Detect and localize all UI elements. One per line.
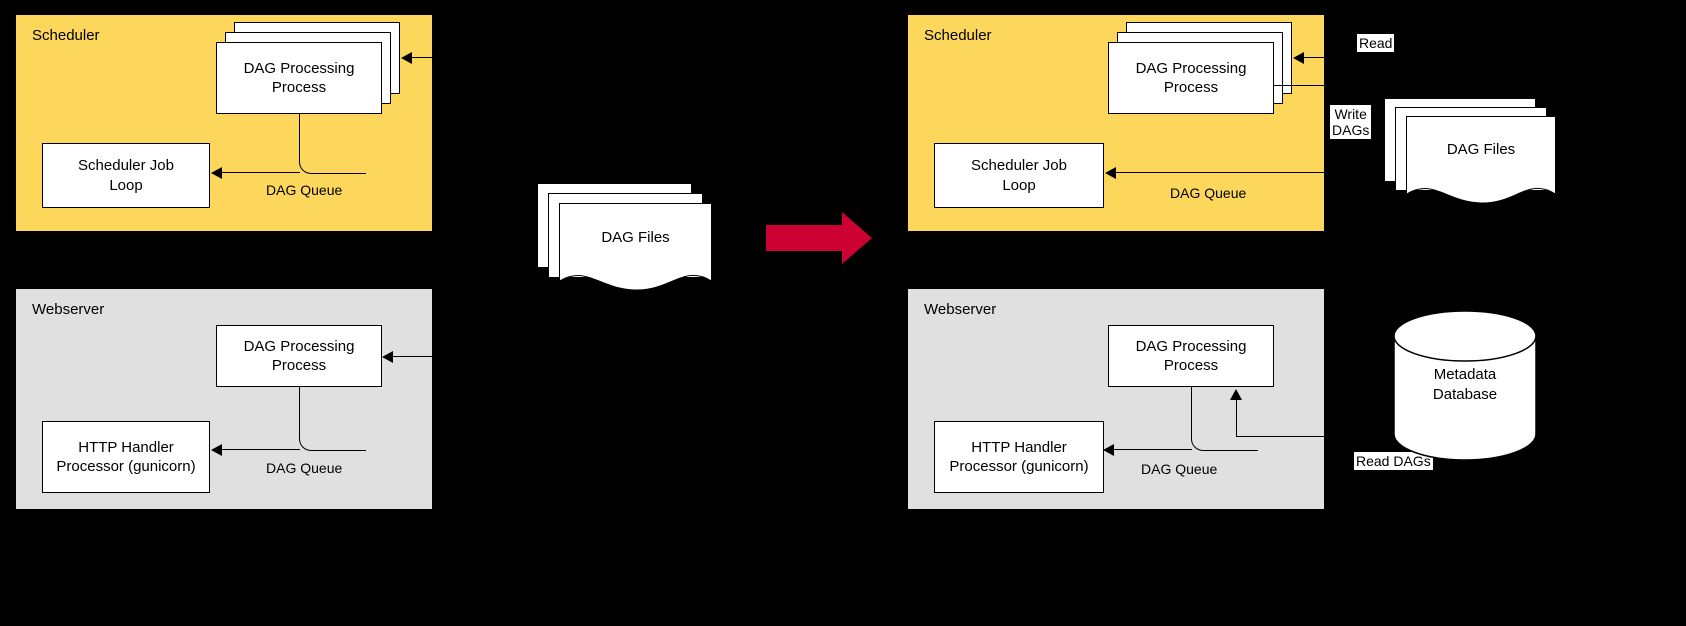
left-webserver-http-handler[interactable]: HTTP Handler Processor (gunicorn) bbox=[42, 421, 210, 493]
left-webserver-dag-processing-process-label: DAG Processing Process bbox=[243, 337, 355, 375]
right-scheduler-queue-line bbox=[1116, 172, 1325, 173]
right-dag-files-label: DAG Files bbox=[1446, 141, 1516, 158]
right-scheduler-title: Scheduler bbox=[924, 27, 992, 44]
left-webserver-title: Webserver bbox=[32, 301, 105, 318]
right-scheduler-job-loop[interactable]: Scheduler Job Loop bbox=[934, 143, 1104, 208]
right-webserver-http-handler-label: HTTP Handler Processor (gunicorn) bbox=[949, 438, 1089, 476]
right-webserver-read-dags-arrowhead bbox=[1230, 389, 1242, 400]
transition-arrow-shaft bbox=[766, 225, 842, 251]
center-dag-files-label: DAG Files bbox=[601, 229, 670, 246]
right-dag-files-front-sheet bbox=[1406, 116, 1556, 204]
transition-arrow-head bbox=[842, 212, 872, 264]
right-scheduler-read-label: Read bbox=[1357, 34, 1395, 53]
left-webserver-queue-connector-tail bbox=[222, 449, 300, 450]
left-webserver-inbound-arrowhead bbox=[382, 351, 393, 363]
left-scheduler-queue-connector-tail bbox=[222, 172, 300, 173]
right-scheduler-queue-arrowhead bbox=[1105, 167, 1116, 179]
left-scheduler-queue-label: DAG Queue bbox=[266, 182, 343, 198]
right-scheduler-write-line bbox=[1274, 85, 1388, 86]
left-webserver-inbound-line bbox=[393, 356, 451, 357]
left-webserver-queue-arrowhead bbox=[211, 444, 222, 456]
left-scheduler-queue-connector bbox=[299, 114, 366, 174]
right-webserver-queue-connector-tail bbox=[1114, 449, 1192, 450]
left-scheduler-dag-processing-process[interactable]: DAG Processing Process bbox=[216, 42, 382, 114]
left-scheduler-inbound-arrowhead bbox=[401, 52, 412, 64]
left-webserver-queue-connector bbox=[299, 387, 366, 451]
left-scheduler-dag-processing-process-label: DAG Processing Process bbox=[243, 59, 355, 97]
left-scheduler-queue-arrowhead bbox=[211, 167, 222, 179]
right-scheduler-dag-processing-process[interactable]: DAG Processing Process bbox=[1108, 42, 1274, 114]
center-dag-files-front-sheet bbox=[559, 203, 712, 291]
right-scheduler-queue-label: DAG Queue bbox=[1170, 185, 1247, 201]
right-scheduler-dag-processing-process-label: DAG Processing Process bbox=[1135, 59, 1247, 97]
left-webserver-dag-processing-process[interactable]: DAG Processing Process bbox=[216, 325, 382, 387]
metadata-database-label: Metadata Database bbox=[1432, 366, 1498, 403]
left-scheduler-title: Scheduler bbox=[32, 27, 100, 44]
right-webserver-title: Webserver bbox=[924, 301, 997, 318]
left-scheduler-job-loop[interactable]: Scheduler Job Loop bbox=[42, 143, 210, 208]
right-webserver-queue-connector bbox=[1191, 387, 1258, 451]
right-scheduler-write-label: Write DAGs bbox=[1330, 105, 1372, 140]
right-webserver-read-dags-riser bbox=[1236, 400, 1237, 437]
left-scheduler-inbound-line bbox=[412, 57, 472, 58]
right-scheduler-read-line bbox=[1304, 57, 1388, 58]
right-scheduler-read-arrowhead bbox=[1293, 52, 1304, 64]
left-webserver-queue-label: DAG Queue bbox=[266, 460, 343, 476]
center-dag-files-stack: DAG Files bbox=[537, 183, 712, 291]
right-webserver-dag-processing-process[interactable]: DAG Processing Process bbox=[1108, 325, 1274, 387]
right-webserver-read-dags-line bbox=[1236, 436, 1345, 437]
right-webserver-read-dags-label: Read DAGs bbox=[1354, 452, 1433, 471]
left-scheduler-job-loop-label: Scheduler Job Loop bbox=[78, 157, 174, 194]
right-webserver-http-handler[interactable]: HTTP Handler Processor (gunicorn) bbox=[934, 421, 1104, 493]
right-dag-files-stack: DAG Files bbox=[1384, 98, 1556, 206]
right-webserver-dag-processing-process-label: DAG Processing Process bbox=[1135, 337, 1247, 375]
right-webserver-queue-label: DAG Queue bbox=[1141, 461, 1218, 477]
metadata-database-cylinder[interactable]: Metadata Database bbox=[1393, 310, 1537, 460]
right-scheduler-job-loop-label: Scheduler Job Loop bbox=[971, 157, 1067, 194]
left-webserver-http-handler-label: HTTP Handler Processor (gunicorn) bbox=[56, 438, 196, 476]
right-scheduler-read-line-drop bbox=[1388, 57, 1389, 103]
right-webserver-queue-arrowhead bbox=[1103, 444, 1114, 456]
